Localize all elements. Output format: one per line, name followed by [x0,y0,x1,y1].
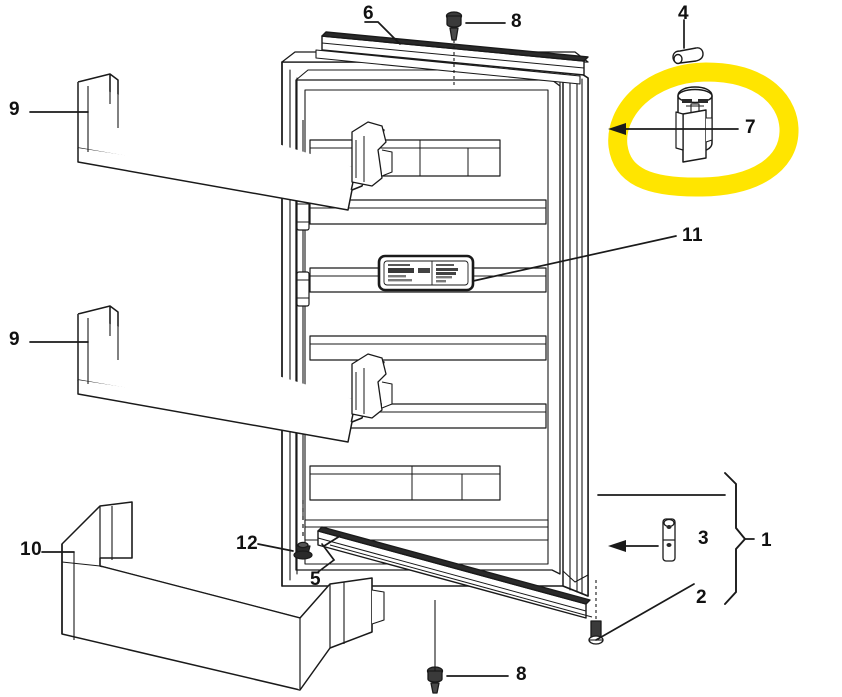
part-9-door-shelf-bin-upper [77,73,393,211]
callout-6: 6 [363,3,375,24]
part-7-door-switch-cylinder [675,86,713,163]
callout-4: 4 [678,3,690,24]
brace-1 [724,472,747,605]
part-3-hinge-pin [662,518,676,562]
leader-lines-arrowed [625,128,739,547]
leader-lines [29,19,755,677]
callout-10: 10 [20,539,43,560]
leader-5-a [317,543,336,573]
callout-8-top: 8 [511,11,523,32]
part-10-door-shelf-bin-lower [61,501,385,691]
leader-12 [257,543,294,552]
callout-9-middle: 9 [9,329,21,350]
part-2-hinge-screw-lower [588,580,604,645]
part-9-door-shelf-bin-middle [77,305,393,443]
arrow-7 [608,123,626,135]
part-12-plug-grommet [293,500,313,560]
part-5-bottom-trim-rail [317,526,593,619]
leader-arrows [608,123,626,552]
callout-1: 1 [761,530,773,551]
rating-label-field-1 [388,264,414,282]
rating-label-field-2 [418,268,430,273]
part-6-top-trim-rail [315,31,589,85]
part-11-rating-label [377,254,475,292]
part-8-trim-screw-bottom [426,600,444,694]
callout-3: 3 [698,528,710,549]
highlight-oval-part-7 [608,62,799,197]
leader-2 [595,583,695,641]
callout-7: 7 [745,117,757,138]
leader-5-b [323,535,341,547]
part-4-roll-pin [672,47,704,65]
rating-label-field-3 [436,264,458,283]
refrigerator-door-panel [281,51,589,597]
callout-2: 2 [696,587,708,608]
leader-11 [472,235,677,282]
callout-9-upper: 9 [9,99,21,120]
part-8-trim-screw-top [445,11,463,88]
callout-12: 12 [236,533,259,554]
callout-11: 11 [682,225,704,246]
callout-5: 5 [310,569,322,590]
leader-6 [364,21,401,45]
callout-8-bottom: 8 [516,664,528,685]
arrow-3 [608,540,626,552]
